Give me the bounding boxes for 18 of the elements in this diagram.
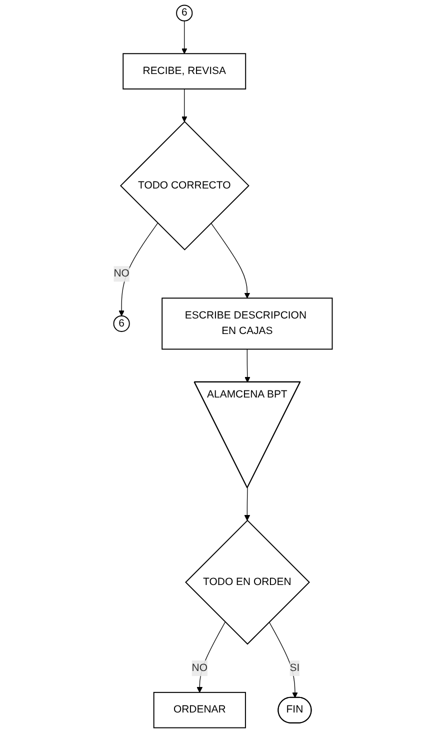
arrow	[244, 348, 250, 382]
node-circle: 6	[176, 4, 193, 22]
node-diamond: TODO EN ORDEN	[185, 520, 310, 645]
arrow	[118, 222, 158, 316]
node-diamond: TODO CORRECTO	[120, 121, 250, 250]
arrow	[196, 622, 226, 693]
edge-label: NO	[114, 268, 130, 280]
edge-label: NO	[192, 662, 208, 674]
node-box: ESCRIBE DESCRIPCION EN CAJAS	[162, 298, 333, 350]
arrow	[210, 222, 250, 298]
arrow	[268, 622, 298, 698]
edge-label: SI	[290, 662, 300, 674]
node-box: RECIBE, REVISA	[122, 53, 246, 90]
arrow	[182, 20, 188, 54]
node-box: ORDENAR	[153, 692, 246, 728]
arrow	[244, 488, 250, 521]
arrow	[182, 88, 188, 122]
node-circle: 6	[113, 315, 130, 332]
